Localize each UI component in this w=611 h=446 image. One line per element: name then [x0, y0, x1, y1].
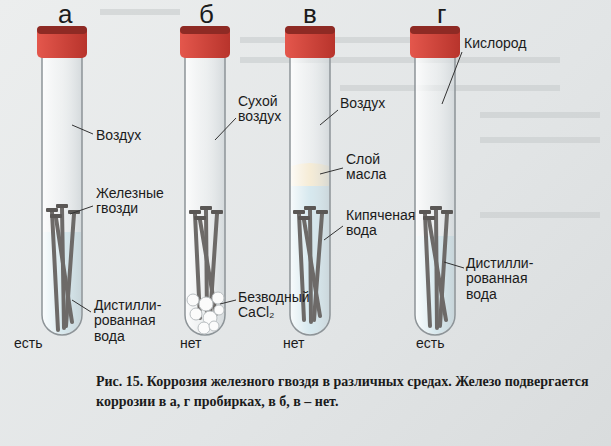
leader-lines: [70, 52, 464, 312]
part-label: Железные гвозди: [96, 186, 176, 217]
part-label: Кипяченая вода: [346, 208, 426, 239]
result-label: есть: [14, 336, 43, 351]
part-label: Воздух: [340, 96, 420, 111]
part-label: Кислород: [464, 36, 527, 51]
tube-v: [285, 26, 335, 335]
part-label: Безводный CaCl₂: [238, 290, 310, 321]
part-label: Слой масла: [346, 152, 406, 183]
part-label: Дистилли- рованная вода: [466, 256, 546, 302]
tube-letter: а: [58, 0, 72, 29]
tube-letter: г: [437, 0, 446, 29]
part-label: Сухой воздух: [238, 94, 308, 125]
part-label: Дистилли- рованная вода: [94, 298, 174, 344]
tube-letter: в: [303, 0, 317, 29]
part-label: Воздух: [96, 128, 186, 143]
tube-letter: б: [199, 0, 214, 29]
figure-caption: Рис. 15. Коррозия железного гвоздя в раз…: [96, 372, 604, 411]
result-label: есть: [416, 336, 445, 351]
tube-b: [180, 26, 230, 335]
result-label: нет: [180, 336, 201, 351]
result-label: нет: [283, 336, 304, 351]
tube-a: [37, 26, 87, 335]
tube-g: [410, 26, 460, 335]
